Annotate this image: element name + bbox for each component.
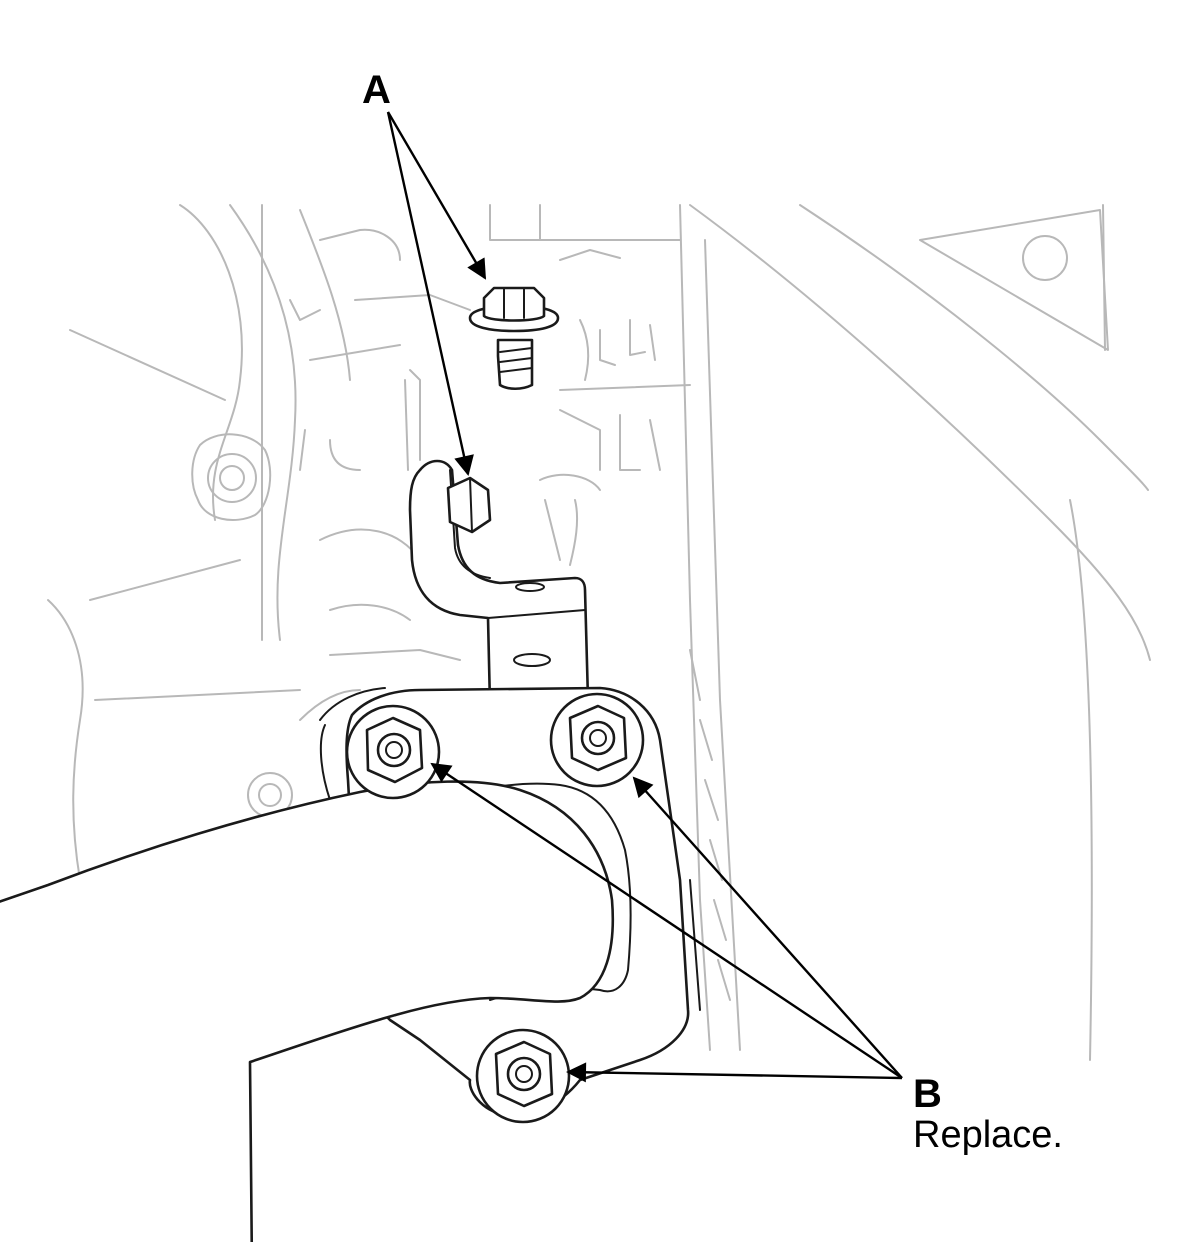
flange-nut-left — [345, 704, 441, 800]
leader-b-to-bottom-nut — [566, 1062, 903, 1083]
leader-b-to-right-nut — [632, 776, 903, 1079]
leader-a-to-bolt — [386, 111, 487, 280]
background-engine-outline — [47, 204, 1151, 1061]
bracket — [408, 459, 590, 707]
exhaust-pipe — [0, 780, 615, 1242]
leader-a-to-nut — [386, 111, 474, 476]
flange-bolt — [468, 286, 560, 391]
leader-b-to-left-nut — [430, 762, 903, 1079]
bracket-nut — [446, 476, 492, 534]
flange-nut-bottom — [475, 1028, 571, 1124]
callout-a-label: A — [362, 68, 391, 112]
callout-b-note: Replace. — [913, 1114, 1063, 1156]
leader-lines-b — [430, 762, 903, 1083]
flange-nut-right — [549, 692, 645, 788]
leader-lines-a — [386, 111, 487, 476]
callout-b-label: B — [913, 1072, 942, 1116]
